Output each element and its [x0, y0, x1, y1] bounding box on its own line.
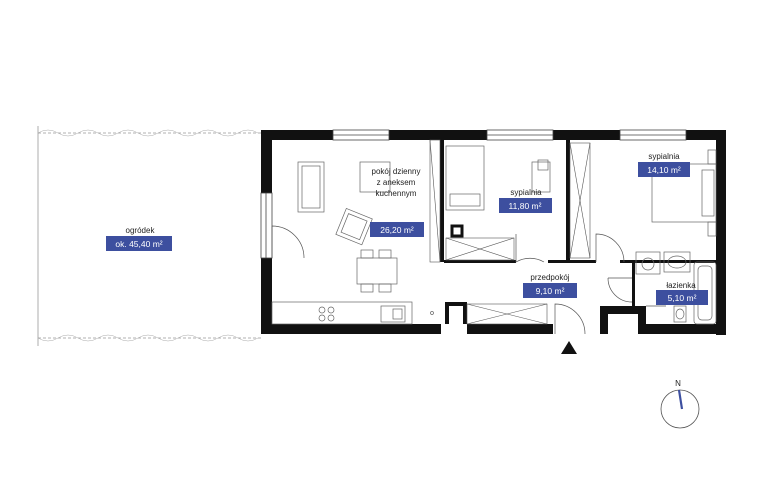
label-living: pokój dzienny z aneksem kuchennym 26,20 … — [370, 167, 424, 237]
living-name-line-2: z aneksem — [377, 178, 416, 187]
living-area-value: 26,20 m² — [380, 225, 414, 235]
hall-name: przedpokój — [530, 273, 569, 282]
windows — [260, 129, 687, 259]
garden-area-value: ok. 45,40 m² — [115, 239, 162, 249]
compass: N — [660, 379, 700, 429]
outer-walls — [261, 130, 726, 335]
label-garden: ogródek ok. 45,40 m² — [106, 226, 172, 251]
bedroom1-name: sypialnia — [510, 188, 542, 197]
doors — [271, 225, 666, 335]
closets — [429, 139, 591, 325]
bathroom-name: łazienka — [666, 281, 696, 290]
living-name-line-1: pokój dzienny — [372, 167, 421, 176]
garden-name: ogródek — [126, 226, 156, 235]
bathroom-area-value: 5,10 m² — [668, 293, 697, 303]
label-bedroom2: sypialnia 14,10 m² — [638, 152, 690, 177]
entrance-marker — [561, 341, 577, 354]
bedroom1-area-value: 11,80 m² — [509, 201, 542, 211]
bedroom1-furniture — [445, 145, 551, 211]
compass-needle — [677, 389, 684, 410]
label-bedroom1: sypialnia 11,80 m² — [499, 188, 552, 213]
garden-area — [37, 126, 262, 346]
bedroom2-name: sypialnia — [648, 152, 680, 161]
living-furniture — [271, 161, 434, 325]
compass-north-label: N — [675, 379, 681, 388]
label-bathroom: łazienka 5,10 m² — [656, 281, 708, 305]
hall-area-value: 9,10 m² — [536, 286, 565, 296]
label-hall: przedpokój 9,10 m² — [523, 273, 577, 298]
living-name-line-3: kuchennym — [376, 189, 417, 198]
bedroom2-area-value: 14,10 m² — [647, 165, 681, 175]
